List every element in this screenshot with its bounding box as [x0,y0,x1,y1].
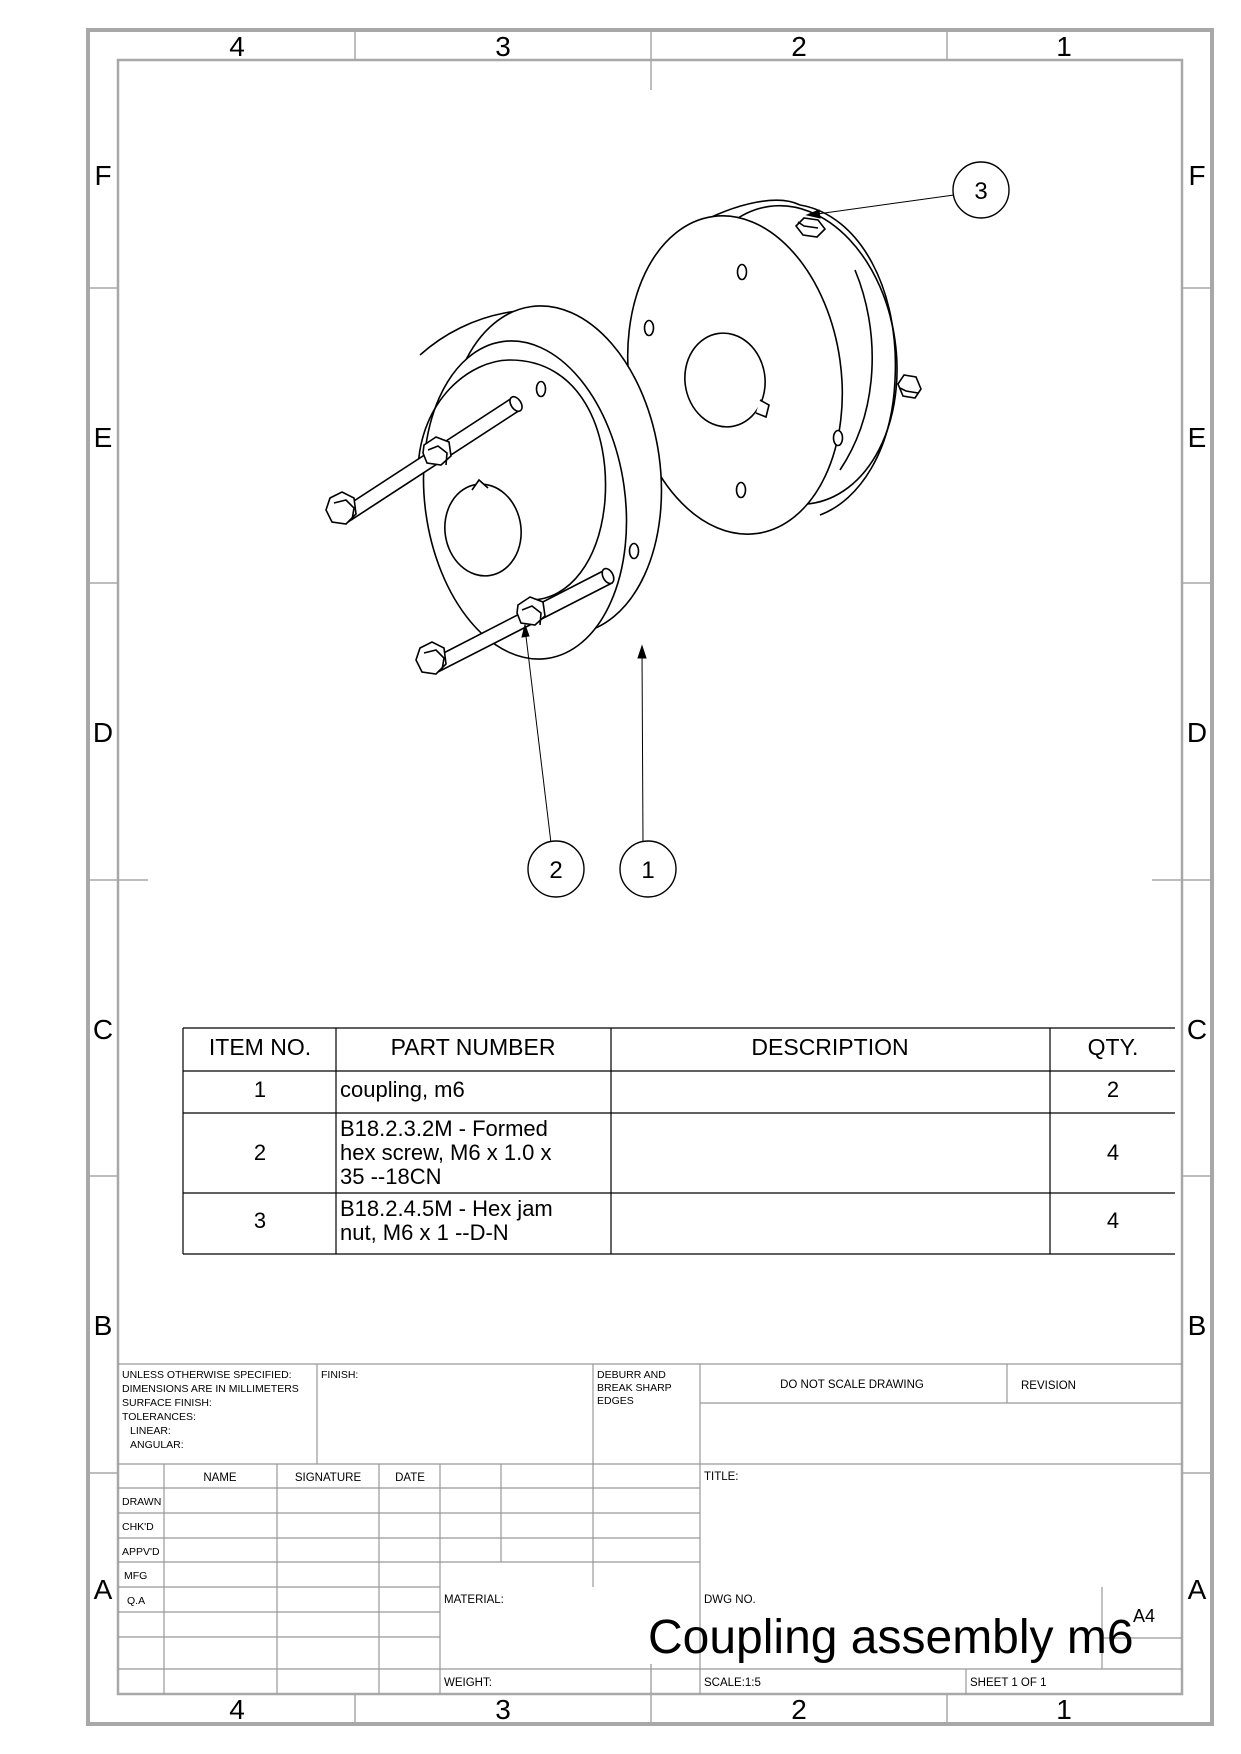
bom-row-1-qty: 2 [1107,1077,1119,1102]
tb-weight-label: WEIGHT: [444,1677,492,1689]
tb-unless-line-3: SURFACE FINISH: [122,1397,212,1409]
zone-col-bottom-1: 4 [229,1694,245,1725]
tb-unless-line-4: TOLERANCES: [122,1411,196,1423]
tb-deburr-line-1: DEBURR AND [597,1369,666,1381]
zone-row-left-b: B [94,1310,113,1341]
tb-row-drawn: DRAWN [122,1496,161,1508]
tb-title-label: TITLE: [704,1471,739,1483]
coupling-back-half [626,199,922,535]
inner-border [116,58,1184,1696]
zone-col-bottom-3: 2 [791,1694,807,1725]
tb-col-name: NAME [203,1472,237,1484]
balloon-2 [527,840,585,898]
outer-border [86,28,1214,1726]
balloon-2-label: 2 [549,857,562,884]
bom-row-3-part-line-2: nut, M6 x 1 --D-N [340,1220,509,1245]
bom-table: ITEM NO. PART NUMBER DESCRIPTION QTY. 1 … [182,1027,1175,1255]
zone-row-right-d: D [1187,717,1207,748]
zone-row-left-e: E [94,422,113,453]
tb-sheet-size: A4 [1133,1606,1155,1626]
hex-screw-upper [325,395,523,525]
zone-row-left-d: D [93,717,113,748]
tb-unless-line-1: UNLESS OTHERWISE SPECIFIED: [122,1369,292,1381]
tb-unless-line-6: ANGULAR: [130,1439,184,1451]
zone-row-right-e: E [1188,422,1207,453]
zone-row-right-c: C [1187,1014,1207,1045]
tb-row-mfg: MFG [124,1570,147,1582]
tb-scale: SCALE:1:5 [704,1677,761,1689]
balloon-1 [619,840,677,898]
leaders [521,194,955,844]
balloons: 3 2 1 [527,161,1010,898]
bom-row-3-item: 3 [254,1208,266,1233]
zone-row-left-a: A [94,1574,113,1605]
tb-do-not-scale: DO NOT SCALE DRAWING [780,1379,924,1391]
zone-col-bottom-4: 1 [1056,1694,1072,1725]
tb-unless-line-2: DIMENSIONS ARE IN MILLIMETERS [122,1383,299,1395]
tb-sheet: SHEET 1 OF 1 [970,1677,1046,1689]
zone-row-right-a: A [1188,1574,1207,1605]
zone-col-top-2: 3 [495,31,511,62]
bom-row-1-item: 1 [254,1077,266,1102]
tb-col-signature: SIGNATURE [295,1472,362,1484]
bom-header-qty: QTY. [1088,1034,1139,1060]
tb-revision-label: REVISION [1021,1380,1076,1392]
assembly-view [325,199,922,675]
tb-deburr-line-3: EDGES [597,1395,634,1407]
zone-row-right-b: B [1188,1310,1207,1341]
bom-header-part-number: PART NUMBER [391,1034,556,1060]
bom-row-3-qty: 4 [1107,1208,1119,1233]
bom-header-item-no: ITEM NO. [209,1034,311,1060]
zone-col-top-1: 4 [229,31,245,62]
bom-row-2-part-line-3: 35 --18CN [340,1164,441,1189]
bom-row-2-part-line-2: hex screw, M6 x 1.0 x [340,1140,552,1165]
zone-row-right-f: F [1188,160,1205,191]
tb-row-approved: APPV'D [122,1546,160,1558]
bom-row-2-qty: 4 [1107,1140,1119,1165]
tb-material-label: MATERIAL: [444,1594,504,1606]
tb-drawing-title: Coupling assembly m6 [648,1611,1134,1664]
tb-finish-label: FINISH: [321,1369,358,1381]
bom-header-description: DESCRIPTION [751,1034,908,1060]
zone-labels: 4 3 2 1 4 3 2 1 F E D C B A F E D C B A [93,31,1207,1725]
hex-screw-lower [415,567,615,675]
zone-col-top-3: 2 [791,31,807,62]
tb-unless-line-5: LINEAR: [130,1425,171,1437]
tb-col-date: DATE [395,1472,425,1484]
hex-nut-back-right [897,374,922,399]
balloon-3-label: 3 [974,178,987,205]
zone-row-left-f: F [94,160,111,191]
title-block: UNLESS OTHERWISE SPECIFIED: DIMENSIONS A… [118,1363,1182,1694]
bom-row-2-part-line-1: B18.2.3.2M - Formed [340,1116,548,1141]
zone-row-left-c: C [93,1014,113,1045]
tb-row-checked: CHK'D [122,1521,154,1533]
coupling-front-half [417,305,663,660]
bom-row-1-part: coupling, m6 [340,1077,465,1102]
zone-col-top-4: 1 [1056,31,1072,62]
tb-row-qa: Q.A [127,1595,145,1607]
zone-col-bottom-2: 3 [495,1694,511,1725]
tb-dwg-no-label: DWG NO. [704,1594,756,1606]
bom-row-3-part-line-1: B18.2.4.5M - Hex jam [340,1196,553,1221]
balloon-1-label: 1 [641,857,654,884]
balloon-3 [952,161,1010,219]
bom-row-2-item: 2 [254,1140,266,1165]
tb-deburr-line-2: BREAK SHARP [597,1382,672,1394]
